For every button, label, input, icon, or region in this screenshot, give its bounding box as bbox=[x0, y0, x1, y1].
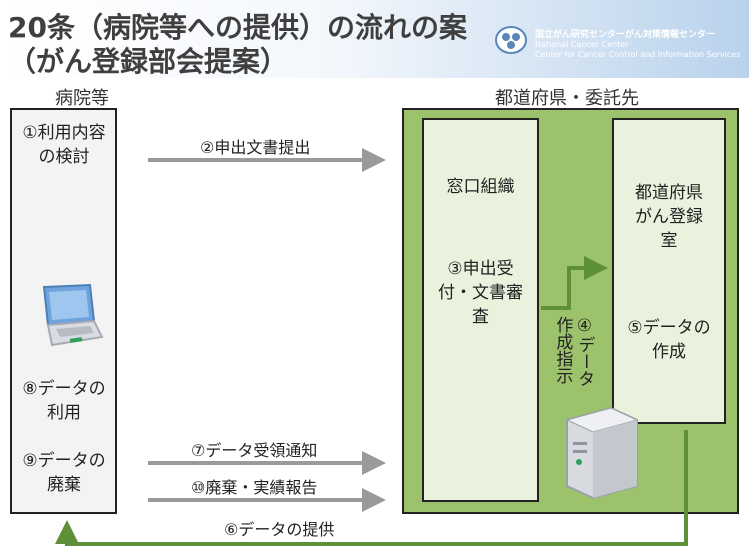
prefecture-heading: 都道府県・委託先 bbox=[495, 88, 639, 109]
step6-label: ⑥データの提供 bbox=[224, 520, 335, 539]
logo-jp-text: 国立がん研究センターがん対策情報センター bbox=[535, 30, 716, 40]
logo-en-line2: Center for Cancer Control and Informatio… bbox=[535, 50, 741, 59]
registry-label: 都道府県 がん登録 室 bbox=[635, 183, 703, 251]
step4-line1: ④データ bbox=[574, 316, 595, 387]
step4-line2: 作成指示 bbox=[552, 316, 573, 384]
logo-icon bbox=[495, 26, 527, 54]
page-title: 20条（病院等への提供）の流れの案 bbox=[8, 11, 467, 44]
step6-arrow bbox=[55, 430, 688, 546]
window-org-label: 窓口組織 bbox=[446, 177, 515, 197]
page-subtitle: （がん登録部会提案） bbox=[8, 45, 289, 78]
step1-text: ①利用内容 の検討 bbox=[22, 123, 106, 167]
step8-text: ⑧データの 利用 bbox=[22, 379, 106, 423]
hospital-heading: 病院等 bbox=[55, 88, 109, 109]
laptop-icon bbox=[42, 283, 104, 347]
step9-text: ⑨データの 廃棄 bbox=[22, 451, 106, 495]
step3-text: ③申出受 付・文書審 査 bbox=[438, 259, 523, 327]
step7-label: ⑦データ受領通知 bbox=[191, 441, 318, 460]
header-banner bbox=[0, 0, 749, 78]
logo-en-line1: National Cancer Center bbox=[535, 40, 629, 49]
server-icon bbox=[565, 406, 639, 500]
window-org-panel bbox=[422, 118, 539, 502]
step10-label: ⑩廃棄・実績報告 bbox=[191, 478, 318, 497]
step5-text: ⑤データの 作成 bbox=[627, 318, 711, 362]
step2-label: ②申出文書提出 bbox=[200, 138, 311, 157]
registry-panel bbox=[612, 118, 726, 424]
step4-arrow bbox=[541, 256, 608, 310]
